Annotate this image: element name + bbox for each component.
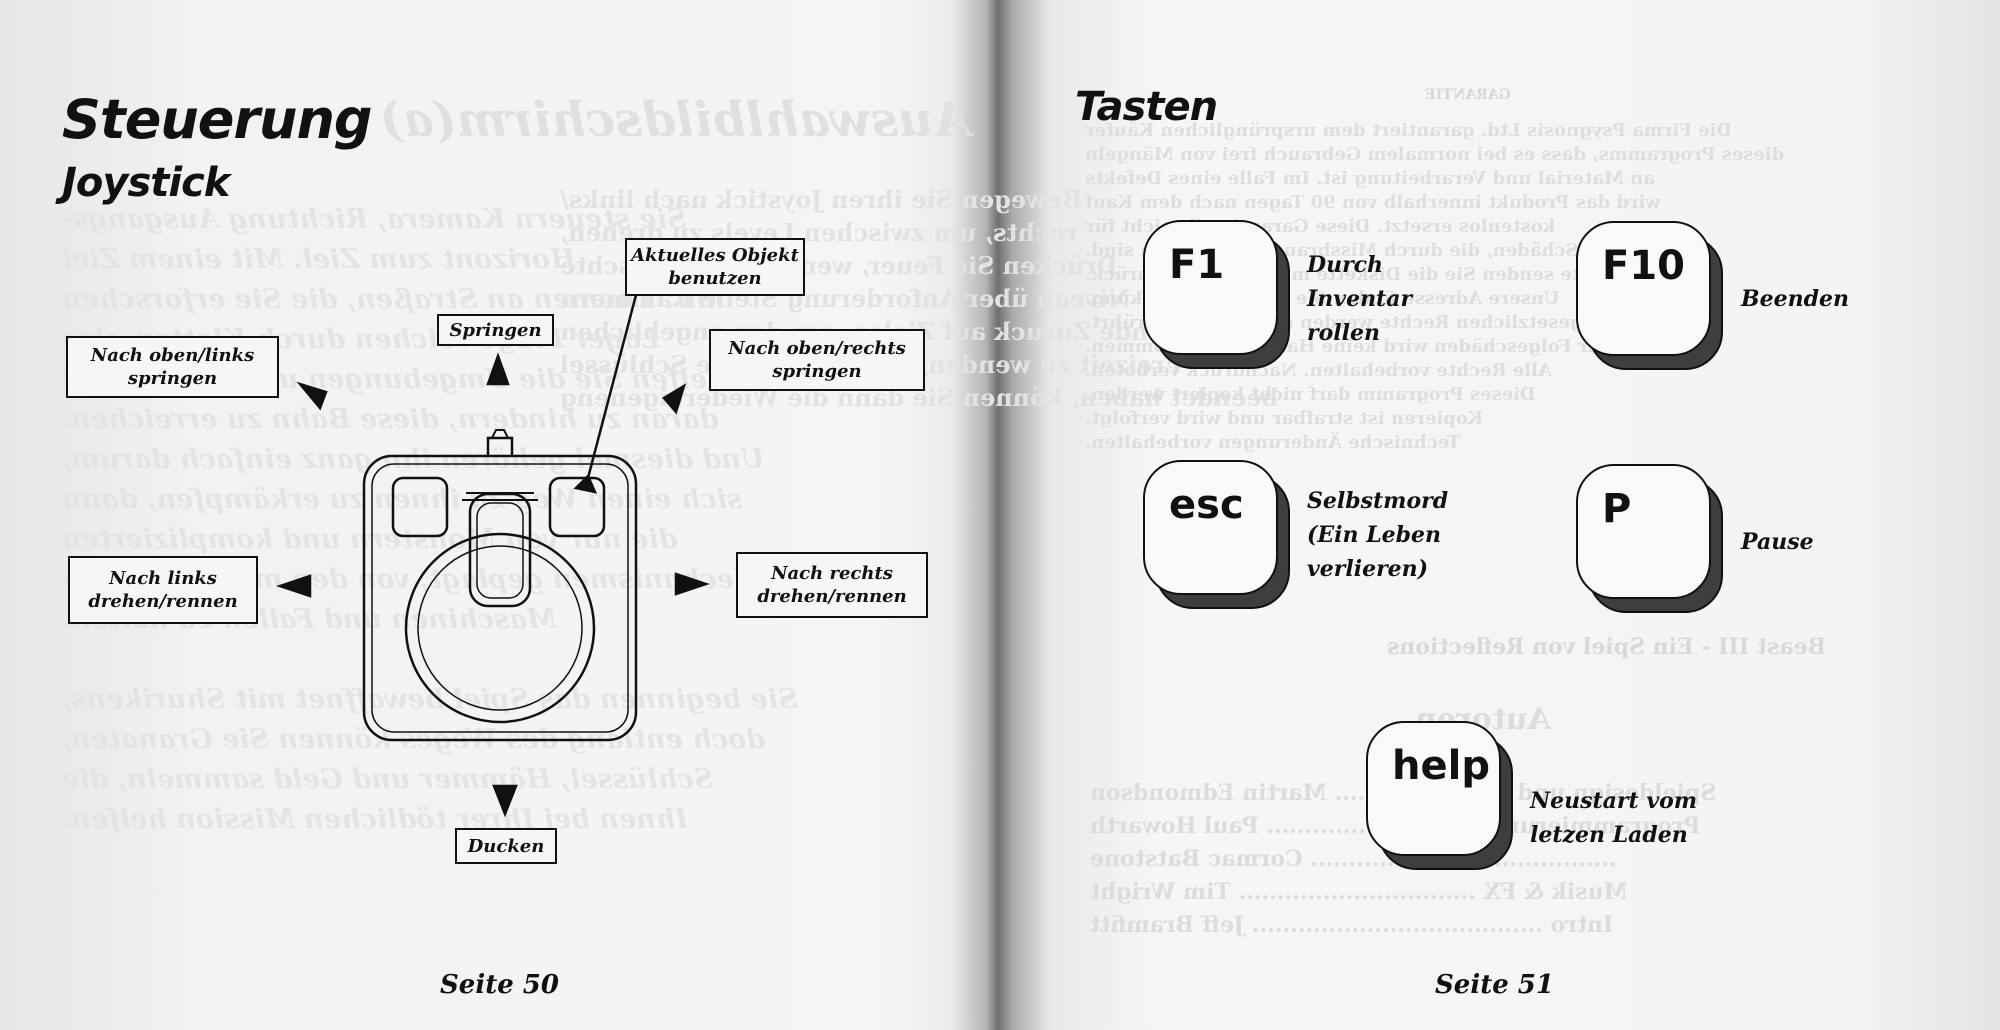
key-f10-label: F10 — [1602, 243, 1685, 289]
page-title-right: Tasten — [1075, 84, 1218, 130]
label-oben-rechts: Nach oben/rechts springen — [709, 329, 925, 391]
bleed-credits-heading: Beast III - Ein Spiel von Reflections — [1387, 634, 1827, 660]
label-ducken: Ducken — [455, 828, 557, 864]
arrow-up — [486, 352, 510, 386]
joystick-base — [362, 454, 638, 742]
right-page: GARANTIE Die Firma Psygnosis Ltd. garant… — [995, 0, 2000, 1030]
fire-button-right-shape — [548, 476, 606, 538]
key-f1: F1 — [1143, 220, 1290, 369]
bleed-line: dieses Programms, dass es bei normalem G… — [1085, 144, 1785, 165]
bleed-line: Technische Änderungen vorbehalten. — [1085, 432, 1461, 453]
label-links: Nach links drehen/rennen — [68, 556, 258, 624]
label-springen: Springen — [437, 314, 554, 346]
arrow-to-fire-button — [573, 473, 598, 494]
bleed-line: Intro ..................................… — [1090, 912, 1614, 938]
page-number-right: Seite 51 — [1435, 970, 1554, 1000]
stick-plate — [404, 532, 596, 724]
page-subtitle: Joystick — [62, 160, 230, 206]
label-rechts: Nach rechts drehen/rennen — [736, 552, 928, 618]
arrow-up-right — [662, 383, 687, 415]
key-p-description: Pause — [1741, 529, 1814, 555]
key-help: help — [1366, 721, 1513, 870]
key-f10: F10 — [1576, 221, 1723, 370]
bleed-line: Musik & FX .............................… — [1090, 879, 1628, 905]
page-title: Steuerung — [62, 88, 373, 151]
key-p-label: P — [1602, 486, 1632, 532]
label-aktuelles-objekt: Aktuelles Objekt benutzen — [625, 238, 805, 296]
key-p: P — [1576, 464, 1723, 613]
arrow-down — [492, 784, 518, 818]
arrow-right — [674, 572, 710, 596]
page-number-left: Seite 50 — [440, 970, 559, 1000]
bleed-line: an Material und Verarbeitung ist. Im Fal… — [1085, 168, 1655, 189]
bleed-garantie-heading: GARANTIE — [1425, 87, 1511, 103]
key-esc: esc — [1143, 460, 1290, 609]
arrow-up-left — [296, 381, 328, 411]
left-page: Auswahlbildschirm(a) Bewegen Sie ihren J… — [0, 0, 1278, 1030]
arrow-left — [276, 574, 312, 598]
label-oben-links: Nach oben/links springen — [66, 336, 279, 398]
fire-button-left-shape — [391, 476, 449, 538]
key-f1-label: F1 — [1169, 242, 1225, 288]
key-f10-description: Beenden — [1741, 286, 1849, 312]
bleed-line: Alle Rechte vorbehalten. Nachdruck verbo… — [1085, 360, 1552, 381]
key-help-label: help — [1392, 743, 1490, 789]
key-esc-description: Selbstmord (Ein Leben verlieren) — [1307, 488, 1449, 582]
joystick-diagram — [276, 294, 710, 818]
key-f1-description: Durch Inventar rollen — [1307, 252, 1413, 346]
bleed-line: Kopieren ist strafbar und wird verfolgt. — [1085, 408, 1484, 429]
key-help-description: Neustart vom letzen Laden — [1530, 788, 1698, 848]
bleed-line: wird das Produkt innerhalb von 90 Tagen … — [1085, 192, 1661, 213]
bleed-line: Dieses Programm darf nicht kopiert werde… — [1085, 384, 1536, 405]
key-esc-label: esc — [1169, 482, 1244, 528]
joystick-base-inner — [371, 463, 629, 733]
